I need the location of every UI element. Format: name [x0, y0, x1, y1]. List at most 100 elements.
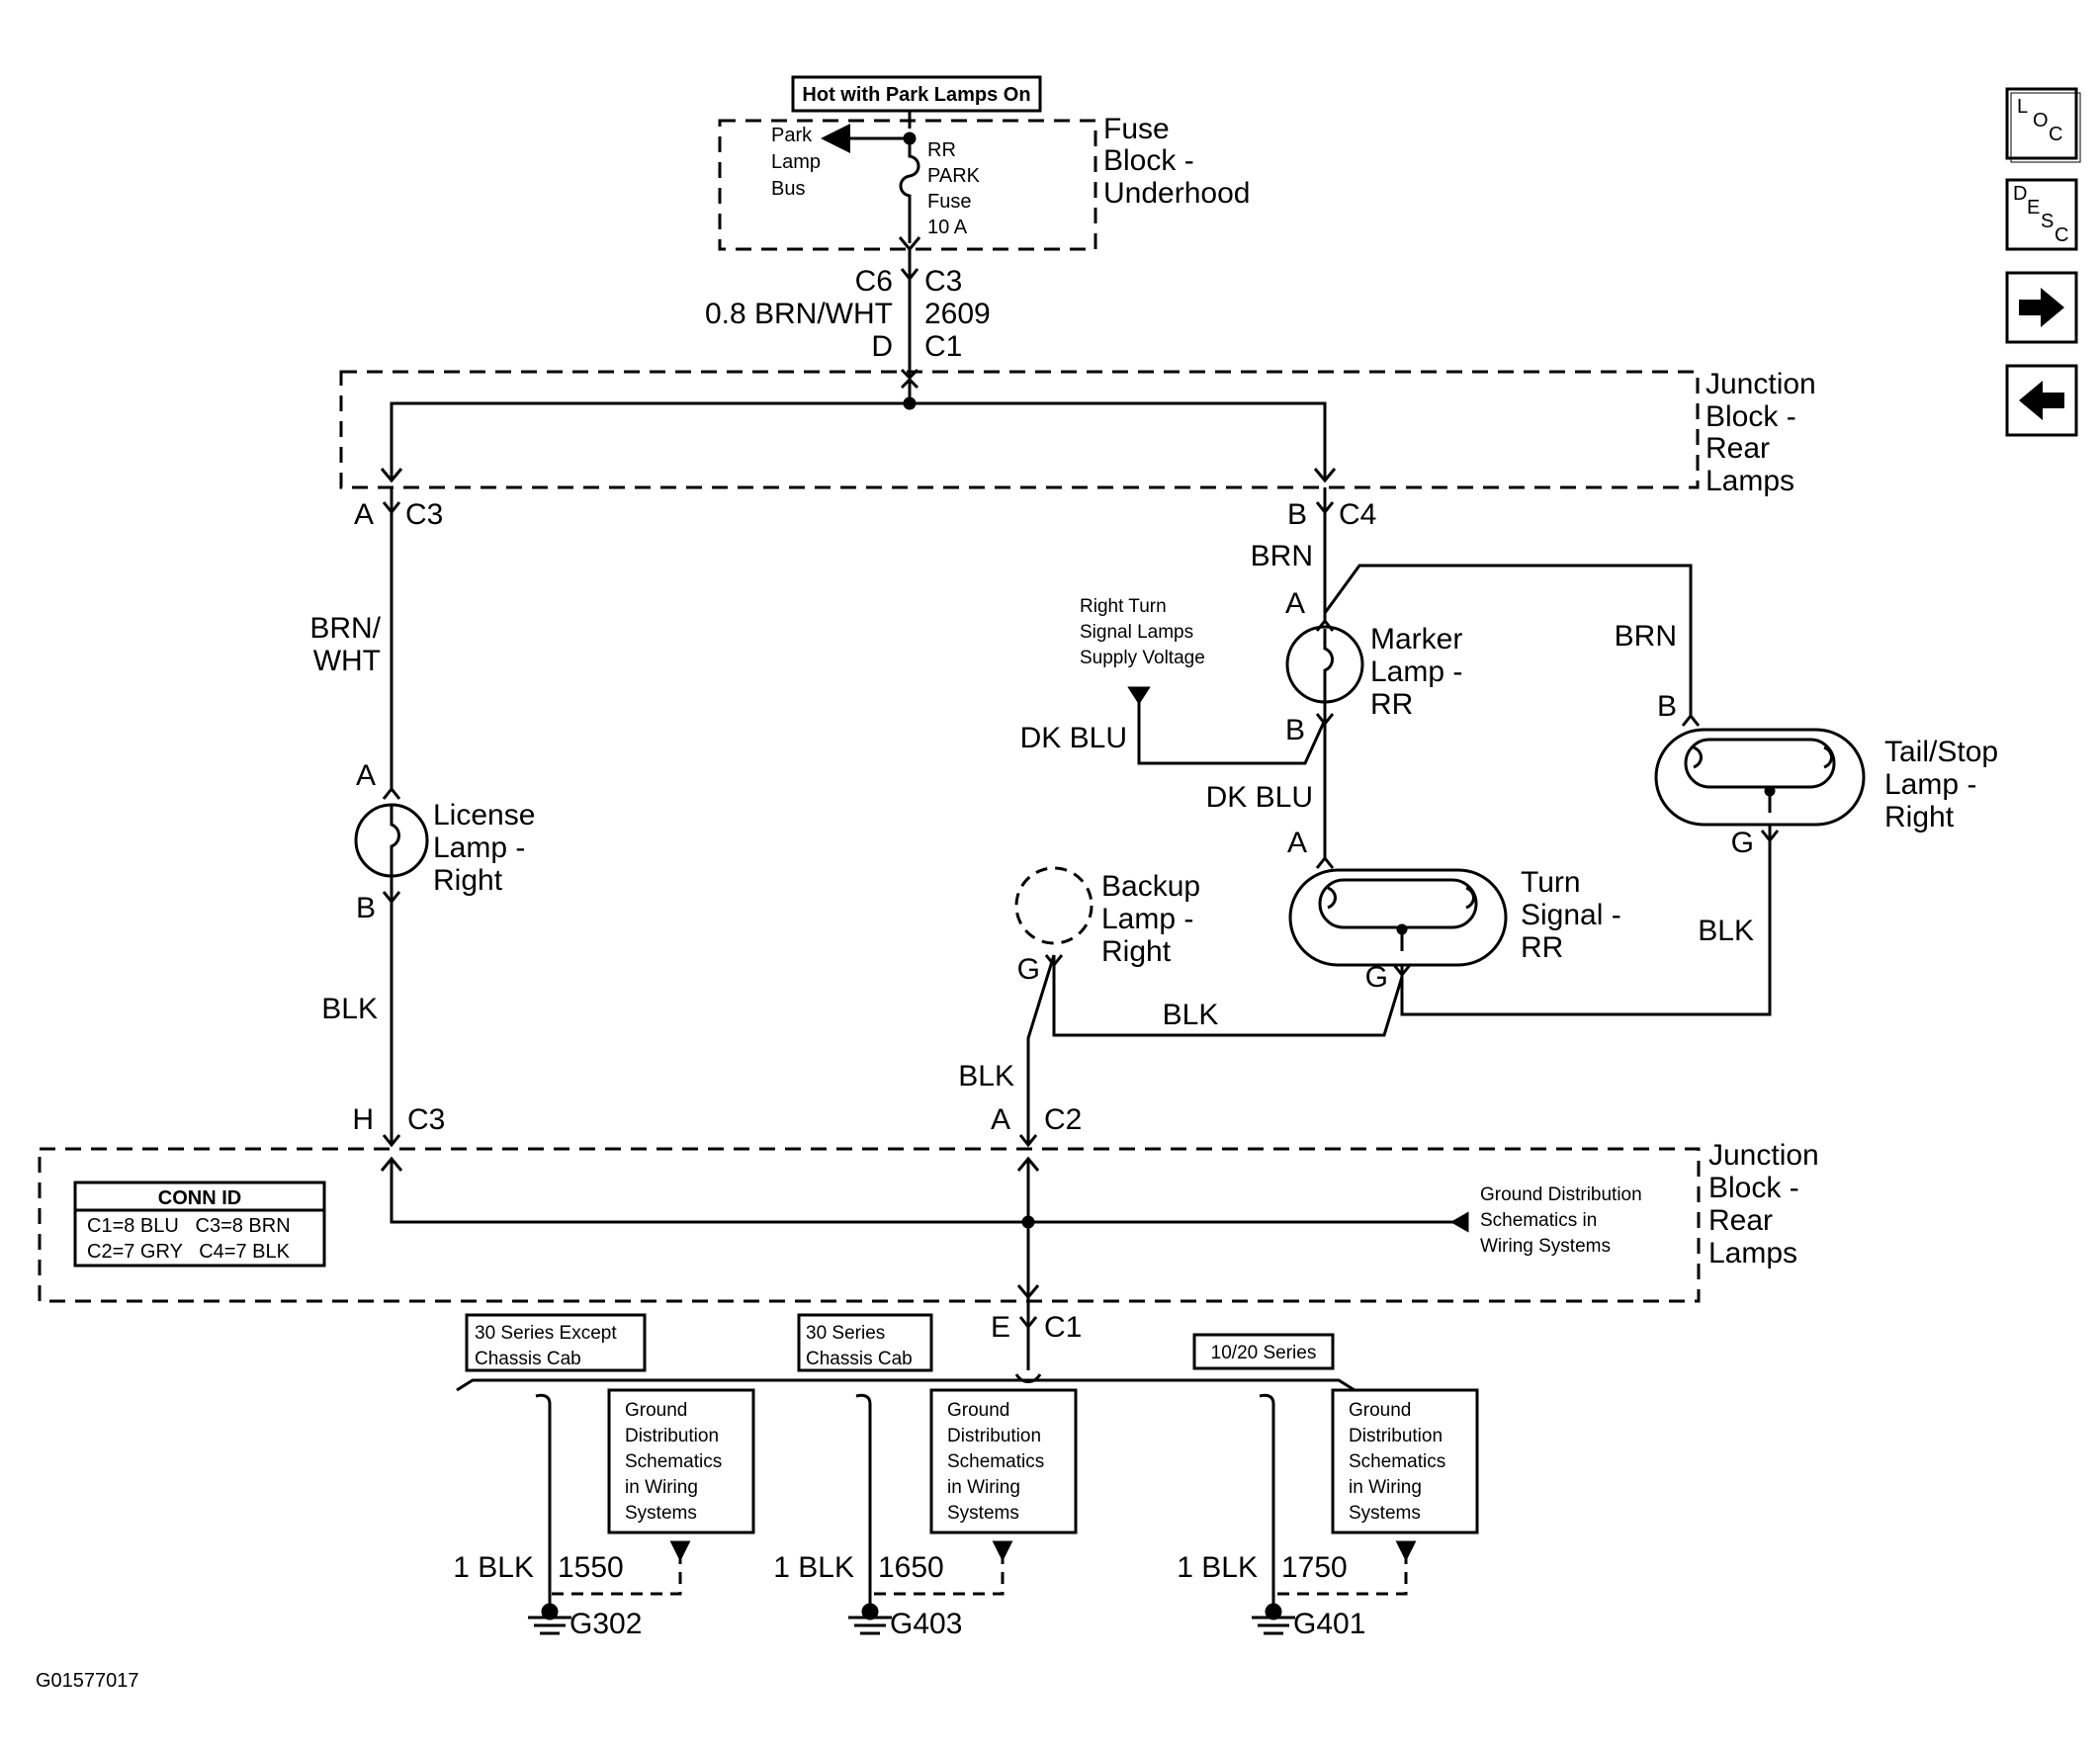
svg-text:Park: Park: [771, 125, 813, 146]
svg-text:Wiring Systems: Wiring Systems: [1480, 1236, 1611, 1257]
connector-h-c3: [382, 1134, 401, 1148]
junction-bottom-arrow-mid: [1016, 1156, 1040, 1172]
back-button[interactable]: [2005, 364, 2078, 437]
svg-text:E: E: [2027, 197, 2040, 219]
conn-id-row-1: C1=8 BLU C3=8 BRN: [87, 1215, 291, 1237]
svg-text:Right: Right: [1101, 935, 1172, 968]
ground-g302-node: [541, 1603, 559, 1620]
ground-2-circuit: 1650: [878, 1551, 944, 1584]
svg-text:Rear: Rear: [1708, 1204, 1773, 1237]
ground-3-wire: 1 BLK: [1177, 1551, 1258, 1584]
figure-id: G01577017: [36, 1670, 139, 1692]
svg-text:C: C: [2055, 224, 2068, 246]
right-turn-supply-label: Right Turn Signal Lamps Supply Voltage: [1080, 596, 1205, 668]
ground-dist-box-1-text: Ground Distribution Schematics in Wiring…: [625, 1400, 722, 1524]
conn-c1-bottom: C1: [1044, 1311, 1082, 1344]
svg-text:Schematics: Schematics: [947, 1451, 1044, 1472]
wire-label-blk-tail: BLK: [1698, 915, 1754, 947]
svg-text:Lamp -: Lamp -: [1101, 903, 1193, 935]
svg-text:Distribution: Distribution: [1349, 1426, 1443, 1446]
junction-bottom-down-arrow: [1016, 1284, 1040, 1300]
ground-g401-node: [1265, 1603, 1282, 1620]
tail-pin-b-connector: [1681, 713, 1701, 727]
svg-text:C1: C1: [924, 330, 962, 363]
svg-text:Right: Right: [433, 864, 503, 897]
pin-b-c4: B: [1287, 498, 1307, 531]
loc-button[interactable]: L O C: [2005, 87, 2081, 163]
license-lamp-name: License Lamp - Right: [433, 799, 535, 897]
backup-lamp-bulb: [1014, 866, 1094, 945]
wire-blk-backup: [1026, 954, 1056, 1143]
turn-node: [1396, 923, 1408, 935]
svg-text:Distribution: Distribution: [625, 1426, 719, 1446]
svg-text:in Wiring: in Wiring: [1349, 1477, 1422, 1498]
svg-text:2609: 2609: [924, 298, 991, 330]
svg-text:RR: RR: [1370, 688, 1413, 721]
wire-label-blk-license: BLK: [321, 993, 378, 1025]
svg-text:Block -: Block -: [1103, 144, 1194, 177]
svg-text:Schematics in: Schematics in: [1480, 1210, 1597, 1231]
svg-text:C3: C3: [924, 265, 962, 298]
ground-dist-arrow: [1449, 1211, 1469, 1233]
svg-text:Block -: Block -: [1708, 1172, 1799, 1204]
rr-park-fuse-label: RR PARK Fuse 10 A: [927, 139, 981, 238]
svg-text:Schematics: Schematics: [625, 1451, 722, 1472]
ground-1-circuit: 1550: [558, 1551, 624, 1584]
wire-label-brn-marker: BRN: [1251, 540, 1313, 572]
svg-text:Fuse: Fuse: [927, 191, 971, 213]
ground-dist-junction-label: Ground Distribution Schematics in Wiring…: [1480, 1184, 1642, 1257]
supply-arrow: [1127, 686, 1151, 705]
turn-signal-name: Turn Signal - RR: [1521, 866, 1621, 964]
svg-text:Schematics: Schematics: [1349, 1451, 1445, 1472]
conn-id-box: [73, 1181, 326, 1268]
svg-text:Lamp -: Lamp -: [433, 832, 525, 864]
junction-bottom-bus: [390, 1159, 1453, 1305]
svg-text:Systems: Systems: [947, 1503, 1019, 1524]
svg-text:Lamp -: Lamp -: [1884, 768, 1976, 801]
svg-text:Distribution: Distribution: [947, 1426, 1041, 1446]
svg-text:Backup: Backup: [1101, 870, 1200, 903]
fuse-block-name: Fuse Block - Underhood: [1103, 113, 1250, 210]
forward-button[interactable]: [2005, 271, 2078, 344]
hot-label-box: [791, 75, 1042, 113]
svg-text:D: D: [2013, 183, 2027, 205]
series-30-except-box: [465, 1313, 647, 1372]
svg-text:O: O: [2033, 110, 2049, 131]
conn-c3-bottom: C3: [407, 1103, 445, 1136]
svg-text:Chassis Cab: Chassis Cab: [475, 1349, 581, 1369]
junction-bottom-arrow-left: [380, 1156, 403, 1172]
turn-signal-inner: [1318, 878, 1478, 929]
ground-3-circuit: 1750: [1281, 1551, 1348, 1584]
ground-2-id: G403: [890, 1608, 962, 1640]
pin-e: E: [991, 1311, 1010, 1344]
marker-pin-b: B: [1285, 714, 1305, 746]
series-1020-label: 10/20 Series: [1211, 1343, 1317, 1363]
ground-1-id: G302: [569, 1608, 642, 1640]
series-1020-box: [1192, 1333, 1335, 1370]
ground-dist-box-1: [607, 1388, 755, 1534]
connector-c6-c3: [900, 268, 919, 282]
svg-text:30 Series: 30 Series: [806, 1323, 885, 1344]
tail-pin-b: B: [1657, 690, 1677, 723]
junction-bottom-name: Junction Block - Rear Lamps: [1708, 1139, 1819, 1269]
wire-label-dk-blu-supply: DK BLU: [1020, 722, 1127, 754]
ground-2-wire: 1 BLK: [773, 1551, 854, 1584]
svg-text:Junction: Junction: [1708, 1139, 1819, 1172]
wire-blk-tail: [1400, 825, 1772, 1016]
connector-e-c1: [1018, 1305, 1038, 1370]
conn-c3-top: C3: [405, 498, 443, 531]
turn-signal-filaments: [1327, 886, 1475, 951]
desc-button[interactable]: D E S C: [2005, 178, 2078, 251]
conn-id-row-2: C2=7 GRY C4=7 BLK: [87, 1241, 291, 1263]
pin-a-c3-top: A: [354, 498, 374, 531]
svg-text:Rear: Rear: [1706, 432, 1770, 465]
hot-label: Hot with Park Lamps On: [802, 84, 1030, 106]
conn-c2: C2: [1044, 1103, 1082, 1136]
series-30-chassis-label: 30 Series Chassis Cab: [806, 1323, 913, 1369]
svg-text:in Wiring: in Wiring: [625, 1477, 698, 1498]
marker-pin-a: A: [1285, 587, 1305, 620]
marker-lamp-name: Marker Lamp - RR: [1370, 623, 1462, 721]
ground-3-id: G401: [1293, 1608, 1365, 1640]
ground-dist-box-3: [1331, 1388, 1479, 1534]
svg-text:Signal -: Signal -: [1521, 899, 1621, 931]
